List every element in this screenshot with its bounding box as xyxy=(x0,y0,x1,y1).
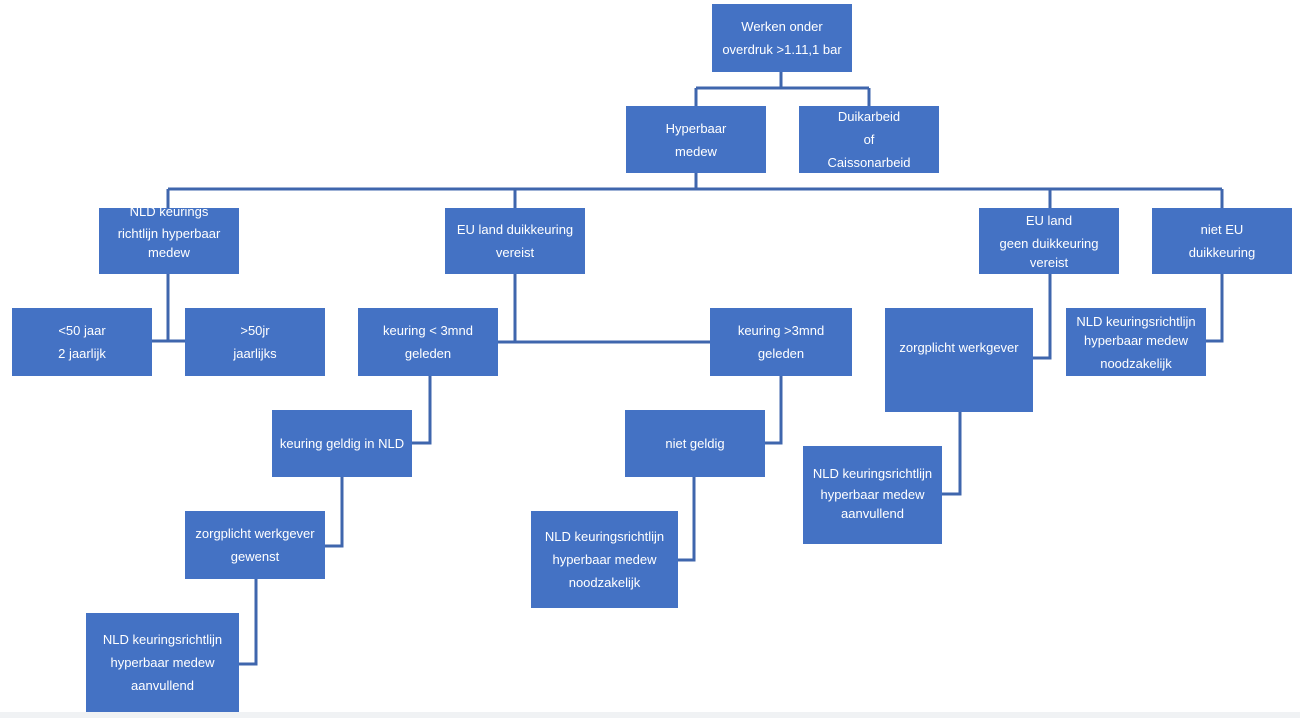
node-label: medew xyxy=(148,245,190,260)
node-label: overdruk >1.11,1 bar xyxy=(722,42,842,57)
node-label: geen duikkeuring xyxy=(999,235,1099,251)
node-label: NLD keurings xyxy=(129,208,209,219)
node-label: <50 jaar xyxy=(58,323,106,338)
connector xyxy=(1206,274,1224,343)
node-label: hyperbaar medew xyxy=(552,552,657,567)
node-label: noodzakelijk xyxy=(568,575,641,590)
node-label: jaarlijks xyxy=(233,346,277,361)
node-label: >50jr xyxy=(240,323,270,338)
connector xyxy=(678,477,696,562)
node-label: of xyxy=(863,132,875,147)
node-label: zorgplicht werkgever xyxy=(195,526,315,541)
node-duikarbeid-caissonarbeid: Duikarbeid of Caissonarbeid xyxy=(799,106,939,173)
node-label: Werken onder xyxy=(741,19,823,34)
node-keuring-lt3mnd: keuring < 3mnd geleden xyxy=(358,308,498,376)
node-eu-land-geen-duikkeuring: EU land geen duikkeuring vereist xyxy=(979,208,1119,274)
node-label: EU land xyxy=(1025,212,1073,228)
node-label: keuring geldig in NLD xyxy=(279,436,405,451)
node-nld-keuringsrichtlijn-noodzakelijk-mid: NLD keuringsrichtlijn hyperbaar medew no… xyxy=(531,511,678,608)
node-label: richtlijn hyperbaar xyxy=(117,226,221,241)
node-nld-keurings-richtlijn: NLD keurings richtlijn hyperbaar medew xyxy=(99,208,239,274)
node-label: Caissonarbeid xyxy=(827,155,911,170)
connector xyxy=(765,376,783,445)
connector xyxy=(152,274,170,343)
node-label: EU land duikkeuring xyxy=(456,222,574,237)
connector xyxy=(239,579,258,666)
node-label: aanvullend xyxy=(841,506,904,521)
node-label: keuring < 3mnd xyxy=(383,323,473,338)
node-label: vereist xyxy=(495,245,535,260)
node-niet-geldig: niet geldig xyxy=(625,410,765,477)
node-label: NLD keuringsrichtlijn xyxy=(544,529,665,544)
node-niet-eu-duikkeuring: niet EU duikkeuring xyxy=(1152,208,1292,274)
node-lt50-jaar: <50 jaar 2 jaarlijk xyxy=(12,308,152,376)
node-label: Duikarbeid xyxy=(837,109,901,124)
node-label: NLD keuringsrichtlijn xyxy=(1076,313,1196,329)
node-label: geleden xyxy=(404,346,452,361)
connector xyxy=(942,412,962,496)
node-zorgplicht-werkgever-gewenst: zorgplicht werkgever gewenst xyxy=(185,511,325,579)
connector xyxy=(1033,274,1052,360)
node-werken-onder-overdruk: Werken onder overdruk >1.11,1 bar xyxy=(712,4,852,72)
node-nld-keuringsrichtlijn-aanvullend-right: NLD keuringsrichtlijn hyperbaar medew aa… xyxy=(803,446,942,544)
node-gt50-jr: >50jr jaarlijks xyxy=(185,308,325,376)
node-keuring-gt3mnd: keuring >3mnd geleden xyxy=(710,308,852,376)
node-label: niet EU xyxy=(1200,222,1244,237)
node-nld-keuringsrichtlijn-aanvullend-left: NLD keuringsrichtlijn hyperbaar medew aa… xyxy=(86,613,239,712)
node-label: noodzakelijk xyxy=(1100,355,1172,371)
node-label: duikkeuring xyxy=(1188,245,1256,260)
node-label: NLD keuringsrichtlijn xyxy=(812,466,933,481)
node-label: hyperbaar medew xyxy=(820,487,925,502)
node-label: 2 jaarlijk xyxy=(58,346,106,361)
node-keuring-geldig-in-nld: keuring geldig in NLD xyxy=(272,410,412,477)
node-label: hyperbaar medew xyxy=(110,655,215,670)
node-label: hyperbaar medew xyxy=(1083,332,1189,348)
node-label: niet geldig xyxy=(665,436,725,451)
node-hyperbaar-medew: Hyperbaar medew xyxy=(626,106,766,173)
node-label: aanvullend xyxy=(131,678,194,693)
node-label: geleden xyxy=(757,346,805,361)
node-label: medew xyxy=(675,143,717,159)
connector xyxy=(497,274,517,344)
node-label: Hyperbaar xyxy=(665,120,727,136)
node-eu-land-duikkeuring-vereist: EU land duikkeuring vereist xyxy=(445,208,585,274)
node-label: zorgplicht werkgever xyxy=(899,340,1019,355)
node-label: gewenst xyxy=(230,549,280,564)
node-label: NLD keuringsrichtlijn xyxy=(102,632,223,647)
bottom-edge xyxy=(0,712,1300,718)
node-zorgplicht-werkgever: zorgplicht werkgever xyxy=(885,308,1033,412)
connector xyxy=(325,477,344,548)
connector xyxy=(412,376,432,445)
node-label: keuring >3mnd xyxy=(737,323,825,338)
node-label: vereist xyxy=(1029,254,1069,270)
node-nld-keuringsrichtlijn-noodzakelijk-right: NLD keuringsrichtlijn hyperbaar medew no… xyxy=(1066,308,1206,376)
